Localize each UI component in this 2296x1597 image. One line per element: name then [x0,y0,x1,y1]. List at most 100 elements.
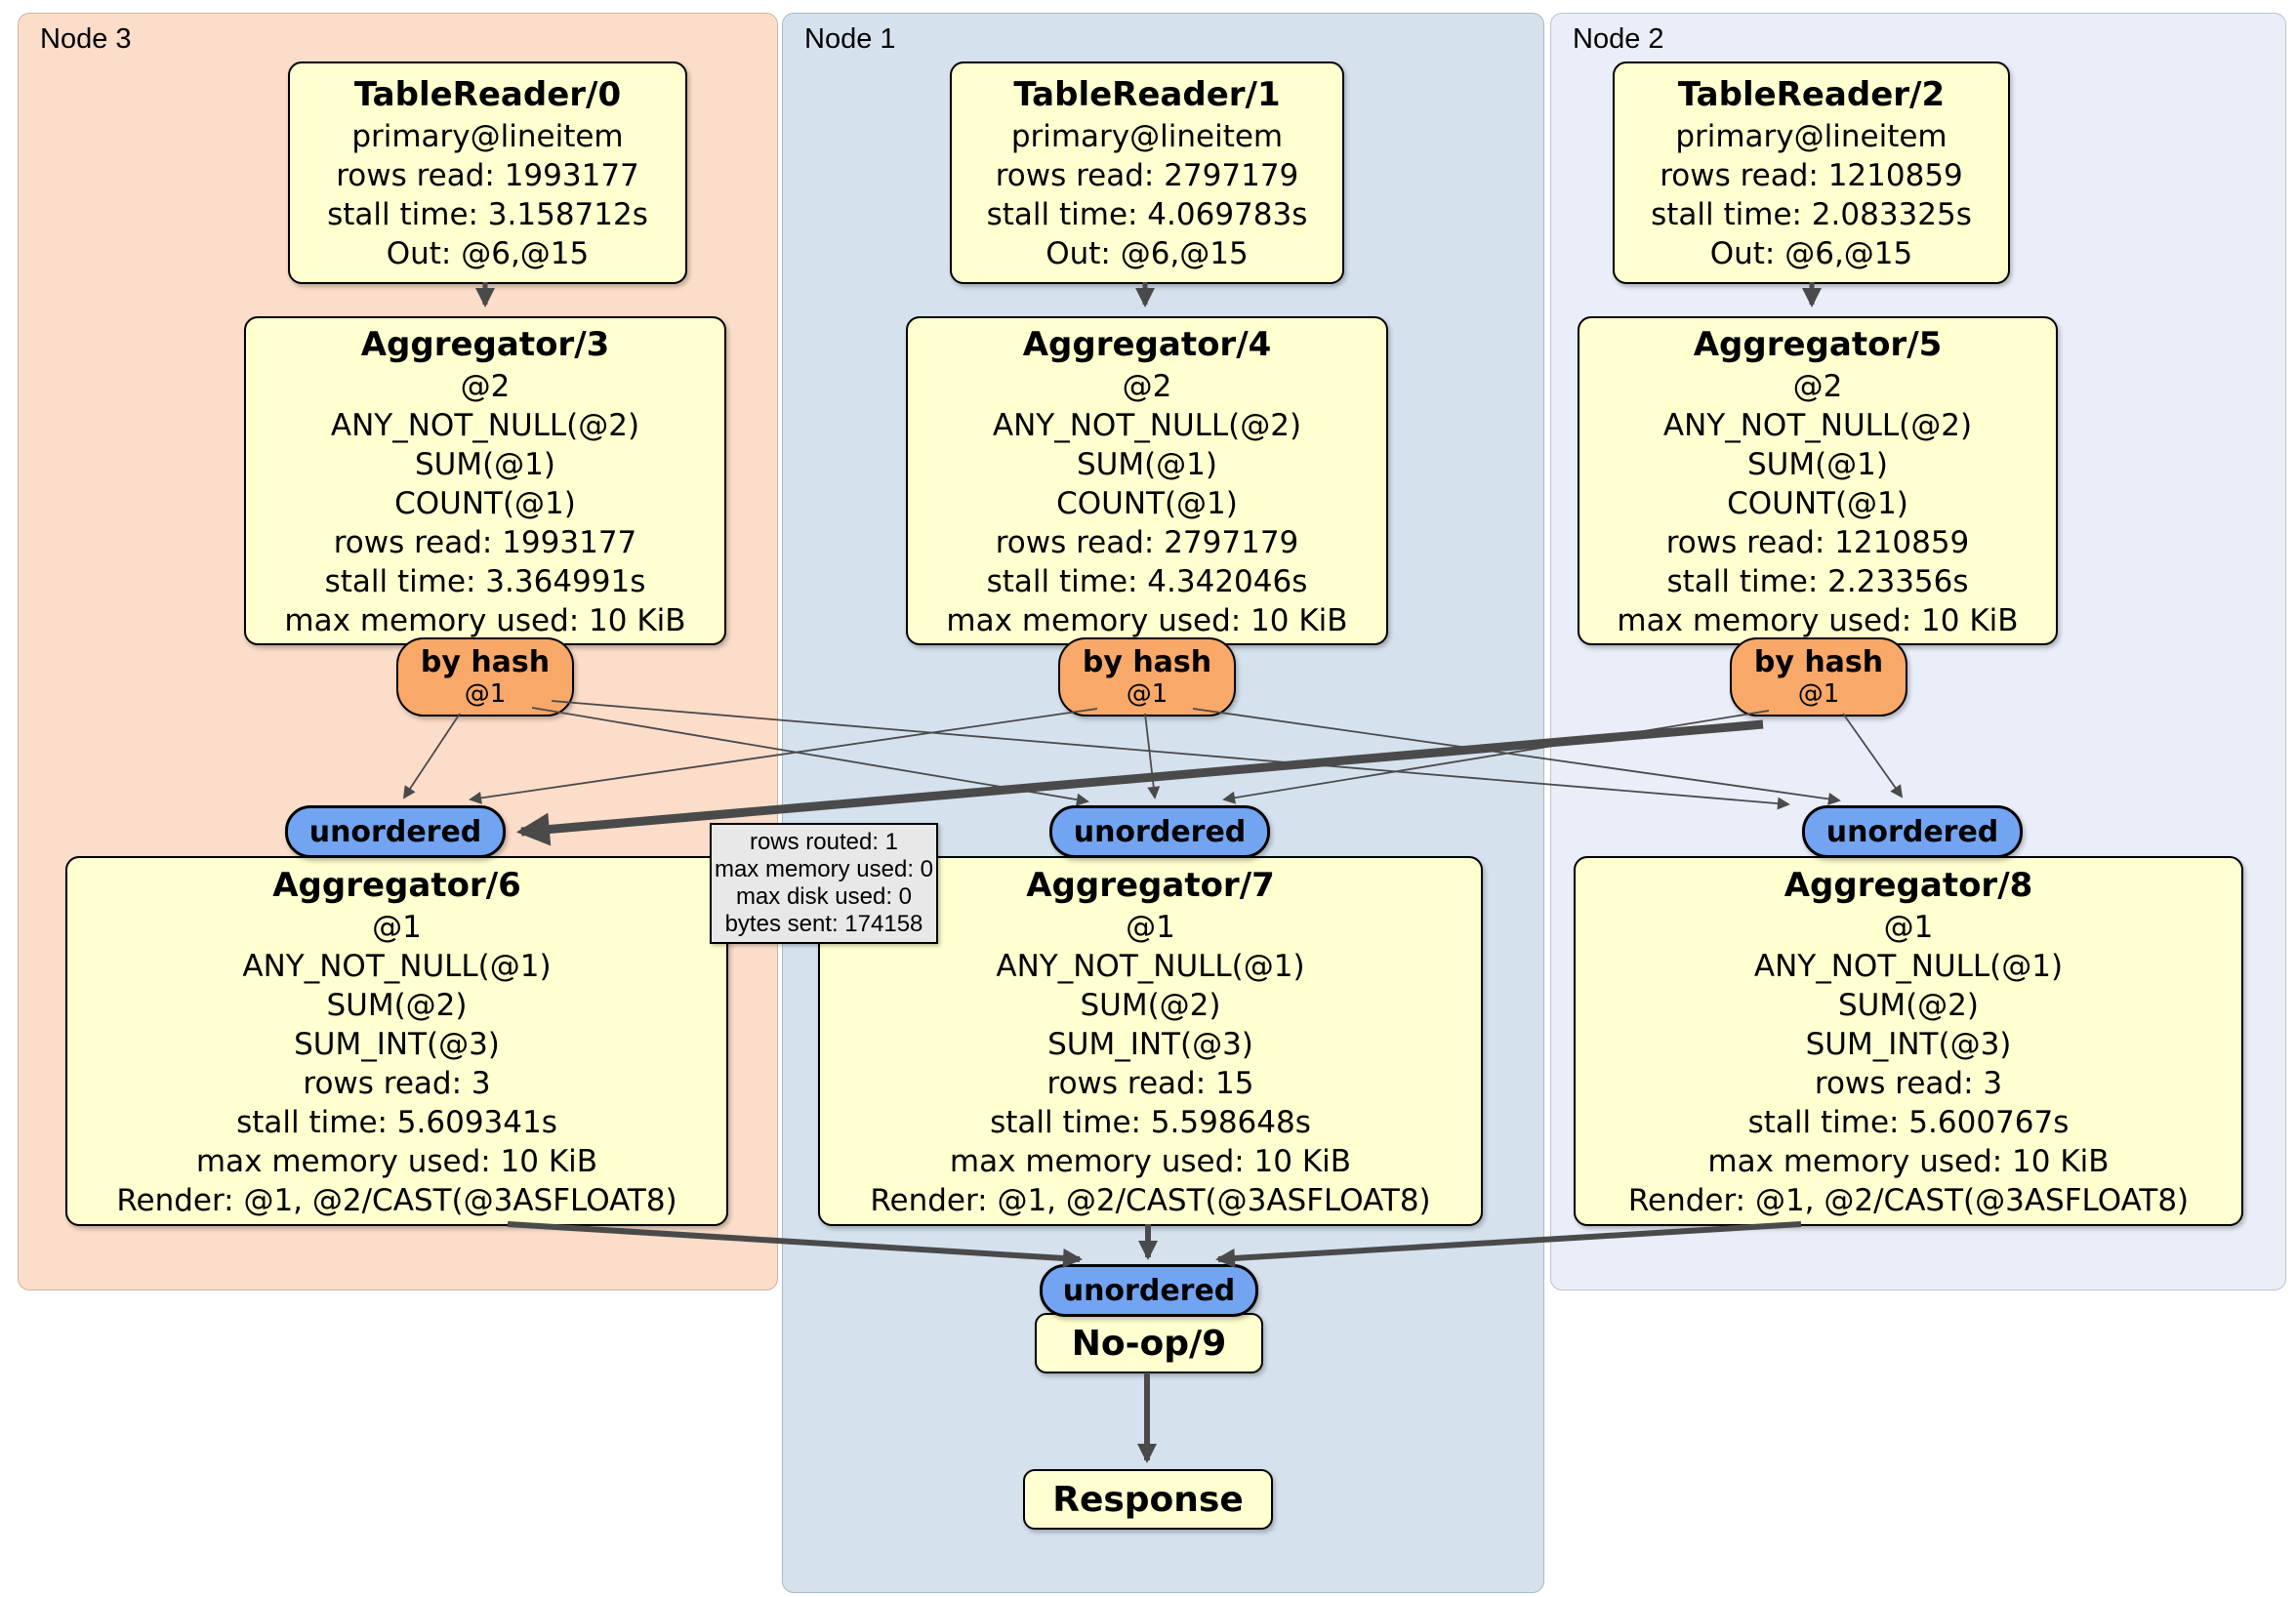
box-line: Out: @6,@15 [386,236,590,271]
box-line: stall time: 4.069783s [986,197,1308,232]
box-line: rows read: 1210859 [1660,158,1963,193]
aggregator-3-title: Aggregator/3 [360,324,610,364]
box-line: ANY_NOT_NULL(@2) [330,407,640,443]
unordered-sync-node1-label: unordered [1073,814,1247,849]
hash-router-node3[interactable]: by hash @1 [396,637,574,717]
response-box[interactable]: Response [1023,1469,1273,1530]
tablereader-1-title: TableReader/1 [1013,75,1281,114]
hash-router-node2-key: @1 [1797,678,1840,709]
hash-router-node2[interactable]: by hash @1 [1730,637,1907,717]
box-line: SUM(@1) [1746,446,1888,482]
box-line: Render: @1, @2/CAST(@3ASFLOAT8) [1627,1182,2190,1218]
hash-router-node1[interactable]: by hash @1 [1058,637,1236,717]
hash-router-node2-label: by hash [1753,644,1884,679]
box-line: SUM_INT(@3) [1047,1026,1253,1062]
box-line: SUM(@1) [414,446,555,482]
box-line: rows routed: 1 [749,829,899,855]
unordered-sync-node2-label: unordered [1825,814,1999,849]
box-line: stall time: 4.342046s [986,563,1308,599]
hash-router-node1-label: by hash [1082,644,1212,679]
box-line: Out: @6,@15 [1709,236,1913,271]
box-line: @2 [1792,368,1843,404]
tablereader-0-details: primary@lineitem rows read: 1993177 stall … [327,117,648,273]
hash-router-node3-key: @1 [464,678,507,709]
box-line: stall time: 5.609341s [236,1104,557,1140]
box-line: Render: @1, @2/CAST(@3ASFLOAT8) [870,1182,1431,1218]
box-line: stall time: 3.158712s [327,197,648,232]
unordered-sync-final-label: unordered [1062,1273,1236,1308]
box-line: max disk used: 0 [735,883,913,910]
box-line: SUM_INT(@3) [1805,1026,2012,1062]
node1-label: Node 1 [804,23,896,55]
unordered-sync-node2[interactable]: unordered [1802,805,2023,858]
box-line: COUNT(@1) [394,485,576,521]
box-line: stall time: 2.083325s [1651,197,1972,232]
box-line: @1 [1126,909,1175,945]
aggregator-8-title: Aggregator/8 [1784,865,2033,905]
box-line: Render: @1, @2/CAST(@3ASFLOAT8) [116,1182,677,1218]
tablereader-0-box[interactable]: TableReader/0 primary@lineitem rows read:… [288,61,687,284]
box-line: rows read: 1210859 [1665,524,1970,560]
box-line: max memory used: 10 KiB [1617,602,2019,638]
box-line: rows read: 2797179 [995,158,1299,193]
box-line: max memory used: 0 [714,856,934,882]
box-line: @1 [372,909,422,945]
box-line: rows read: 2797179 [995,524,1299,560]
box-line: ANY_NOT_NULL(@1) [996,948,1305,984]
noop-9-title: No-op/9 [1071,1323,1227,1364]
aggregator-5-title: Aggregator/5 [1693,324,1943,364]
box-line: stall time: 5.600767s [1747,1104,2070,1140]
box-line: rows read: 15 [1046,1065,1254,1101]
box-line: stall time: 3.364991s [324,563,646,599]
box-line: primary@lineitem [351,119,624,154]
box-line: primary@lineitem [1675,119,1948,154]
box-line: max memory used: 10 KiB [195,1143,598,1179]
box-line: @2 [460,368,511,404]
unordered-sync-node1[interactable]: unordered [1049,805,1270,858]
hash-router-node3-label: by hash [420,644,551,679]
tablereader-1-details: primary@lineitem rows read: 2797179 stall … [987,117,1308,273]
box-line: primary@lineitem [1010,119,1284,154]
box-line: Out: @6,@15 [1046,236,1249,271]
tablereader-0-title: TableReader/0 [353,75,622,114]
tablereader-1-box[interactable]: TableReader/1 primary@lineitem rows read:… [950,61,1344,284]
box-line: @2 [1122,368,1172,404]
noop-9-box[interactable]: No-op/9 [1035,1313,1263,1373]
box-line: SUM(@2) [326,987,468,1023]
aggregator-4-title: Aggregator/4 [1022,324,1272,364]
box-line: stall time: 2.23356s [1666,563,1969,599]
box-line: max memory used: 10 KiB [284,602,686,638]
box-line: COUNT(@1) [1727,485,1908,521]
box-line: rows read: 1993177 [336,158,639,193]
box-line: @1 [1883,909,1934,945]
unordered-sync-node3[interactable]: unordered [285,805,506,858]
tablereader-2-title: TableReader/2 [1677,75,1946,114]
unordered-sync-final[interactable]: unordered [1040,1264,1258,1317]
tablereader-2-box[interactable]: TableReader/2 primary@lineitem rows read:… [1613,61,2010,284]
box-line: ANY_NOT_NULL(@2) [1662,407,1973,443]
response-title: Response [1052,1479,1244,1520]
box-line: SUM(@2) [1080,987,1221,1023]
box-line: rows read: 3 [303,1065,491,1101]
box-line: SUM(@1) [1076,446,1217,482]
box-line: rows read: 3 [1814,1065,2003,1101]
box-line: COUNT(@1) [1056,485,1238,521]
unordered-sync-node3-label: unordered [308,814,482,849]
box-line: max memory used: 10 KiB [946,602,1348,638]
box-line: rows read: 1993177 [333,524,637,560]
box-line: stall time: 5.598648s [990,1104,1311,1140]
